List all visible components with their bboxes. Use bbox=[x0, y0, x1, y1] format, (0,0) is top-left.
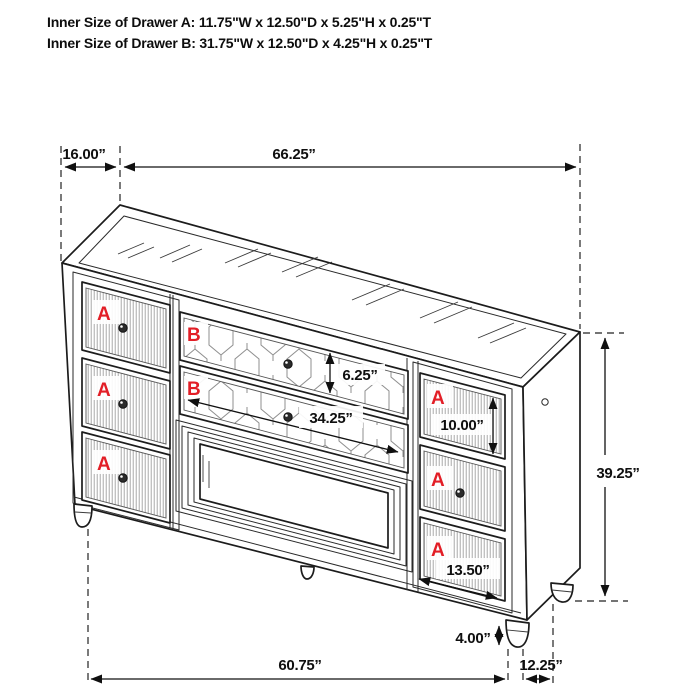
knob-highlight bbox=[457, 490, 460, 493]
drawer-a1: A bbox=[81, 281, 171, 374]
drawer-b1: B bbox=[179, 311, 409, 420]
knob-icon bbox=[283, 359, 293, 369]
title-line-1: Inner Size of Drawer A: 11.75"W x 12.50"… bbox=[47, 14, 431, 30]
dim-drawer-b-height-label: 6.25” bbox=[342, 367, 377, 384]
drawer-letter-backing bbox=[92, 450, 120, 474]
dim-base-depth-label: 12.25” bbox=[519, 657, 562, 674]
dim-base-width-label: 60.75” bbox=[278, 657, 321, 674]
dim-top-depth-label: 16.00” bbox=[62, 146, 105, 163]
dimension-annotations: 16.00” 66.25” 39.25” 6.25” 34.25” 10.00”… bbox=[60, 144, 640, 685]
knob-highlight bbox=[120, 325, 123, 328]
dim-drawer-a-height-label: 10.00” bbox=[440, 417, 483, 434]
dim-label-backing bbox=[436, 558, 500, 579]
knob-highlight bbox=[120, 475, 123, 478]
drawer-letter-backing bbox=[427, 536, 453, 560]
dim-drawer-b-width-arrow bbox=[187, 398, 399, 454]
side-peg-hole bbox=[541, 398, 549, 406]
title-line-2: Inner Size of Drawer B: 31.75"W x 12.50"… bbox=[47, 35, 433, 51]
drawer-letter-backing bbox=[184, 376, 208, 399]
leg-front-left bbox=[73, 503, 93, 528]
drawer-letter-backing bbox=[427, 466, 453, 490]
drawer-letter-backing bbox=[184, 322, 208, 345]
extension-lines bbox=[60, 144, 628, 685]
leg-back-right bbox=[550, 582, 574, 603]
media-glass-reflection bbox=[202, 455, 210, 488]
knob-highlight bbox=[120, 401, 123, 404]
drawer-letter-backing bbox=[427, 384, 453, 408]
knob-icon bbox=[118, 323, 128, 333]
dresser-legs bbox=[73, 503, 574, 648]
drawer-a5-label: A bbox=[431, 470, 445, 491]
drawer-a5: A bbox=[419, 444, 506, 532]
knob-icon bbox=[455, 488, 465, 498]
drawer-a2-label: A bbox=[97, 380, 111, 401]
drawer-letter-backing bbox=[92, 376, 120, 400]
knob-highlight bbox=[285, 414, 288, 417]
drawer-a2: A bbox=[81, 357, 171, 450]
drawer-a1-label: A bbox=[97, 304, 111, 325]
knob-highlight bbox=[285, 361, 288, 364]
drawer-a3: A bbox=[81, 431, 171, 524]
leg-front-middle bbox=[300, 565, 315, 580]
dresser-top-inner-frame bbox=[78, 215, 567, 379]
dim-label-backing bbox=[299, 406, 363, 428]
media-opening bbox=[175, 419, 413, 573]
dim-top-width-label: 66.25” bbox=[272, 146, 315, 163]
knob-icon bbox=[118, 473, 128, 483]
left-bay-frame bbox=[72, 271, 180, 531]
top-surface-hatch-marks bbox=[117, 242, 527, 344]
drawer-a6-label: A bbox=[431, 540, 445, 561]
knob-icon bbox=[283, 412, 293, 422]
drawer-b2-label: B bbox=[187, 379, 201, 400]
drawer-a3-label: A bbox=[97, 454, 111, 475]
dim-drawer-a-width-label: 13.50” bbox=[446, 562, 489, 579]
drawer-letter-backing bbox=[92, 300, 120, 324]
drawer-a4-label: A bbox=[431, 388, 445, 409]
right-bay-frame bbox=[412, 361, 513, 614]
dim-label-backing bbox=[432, 414, 492, 435]
dresser-side-face bbox=[522, 331, 581, 621]
dim-leg-height-label: 4.00” bbox=[455, 630, 490, 647]
drawer-b1-label: B bbox=[187, 325, 201, 346]
knob-icon bbox=[118, 399, 128, 409]
dim-drawer-a-width-arrow bbox=[418, 577, 498, 600]
dim-label-backing bbox=[335, 364, 385, 385]
dim-overall-height-label: 39.25” bbox=[596, 465, 639, 482]
leg-front-right bbox=[505, 619, 530, 648]
dim-drawer-b-width-label: 34.25” bbox=[309, 410, 352, 427]
